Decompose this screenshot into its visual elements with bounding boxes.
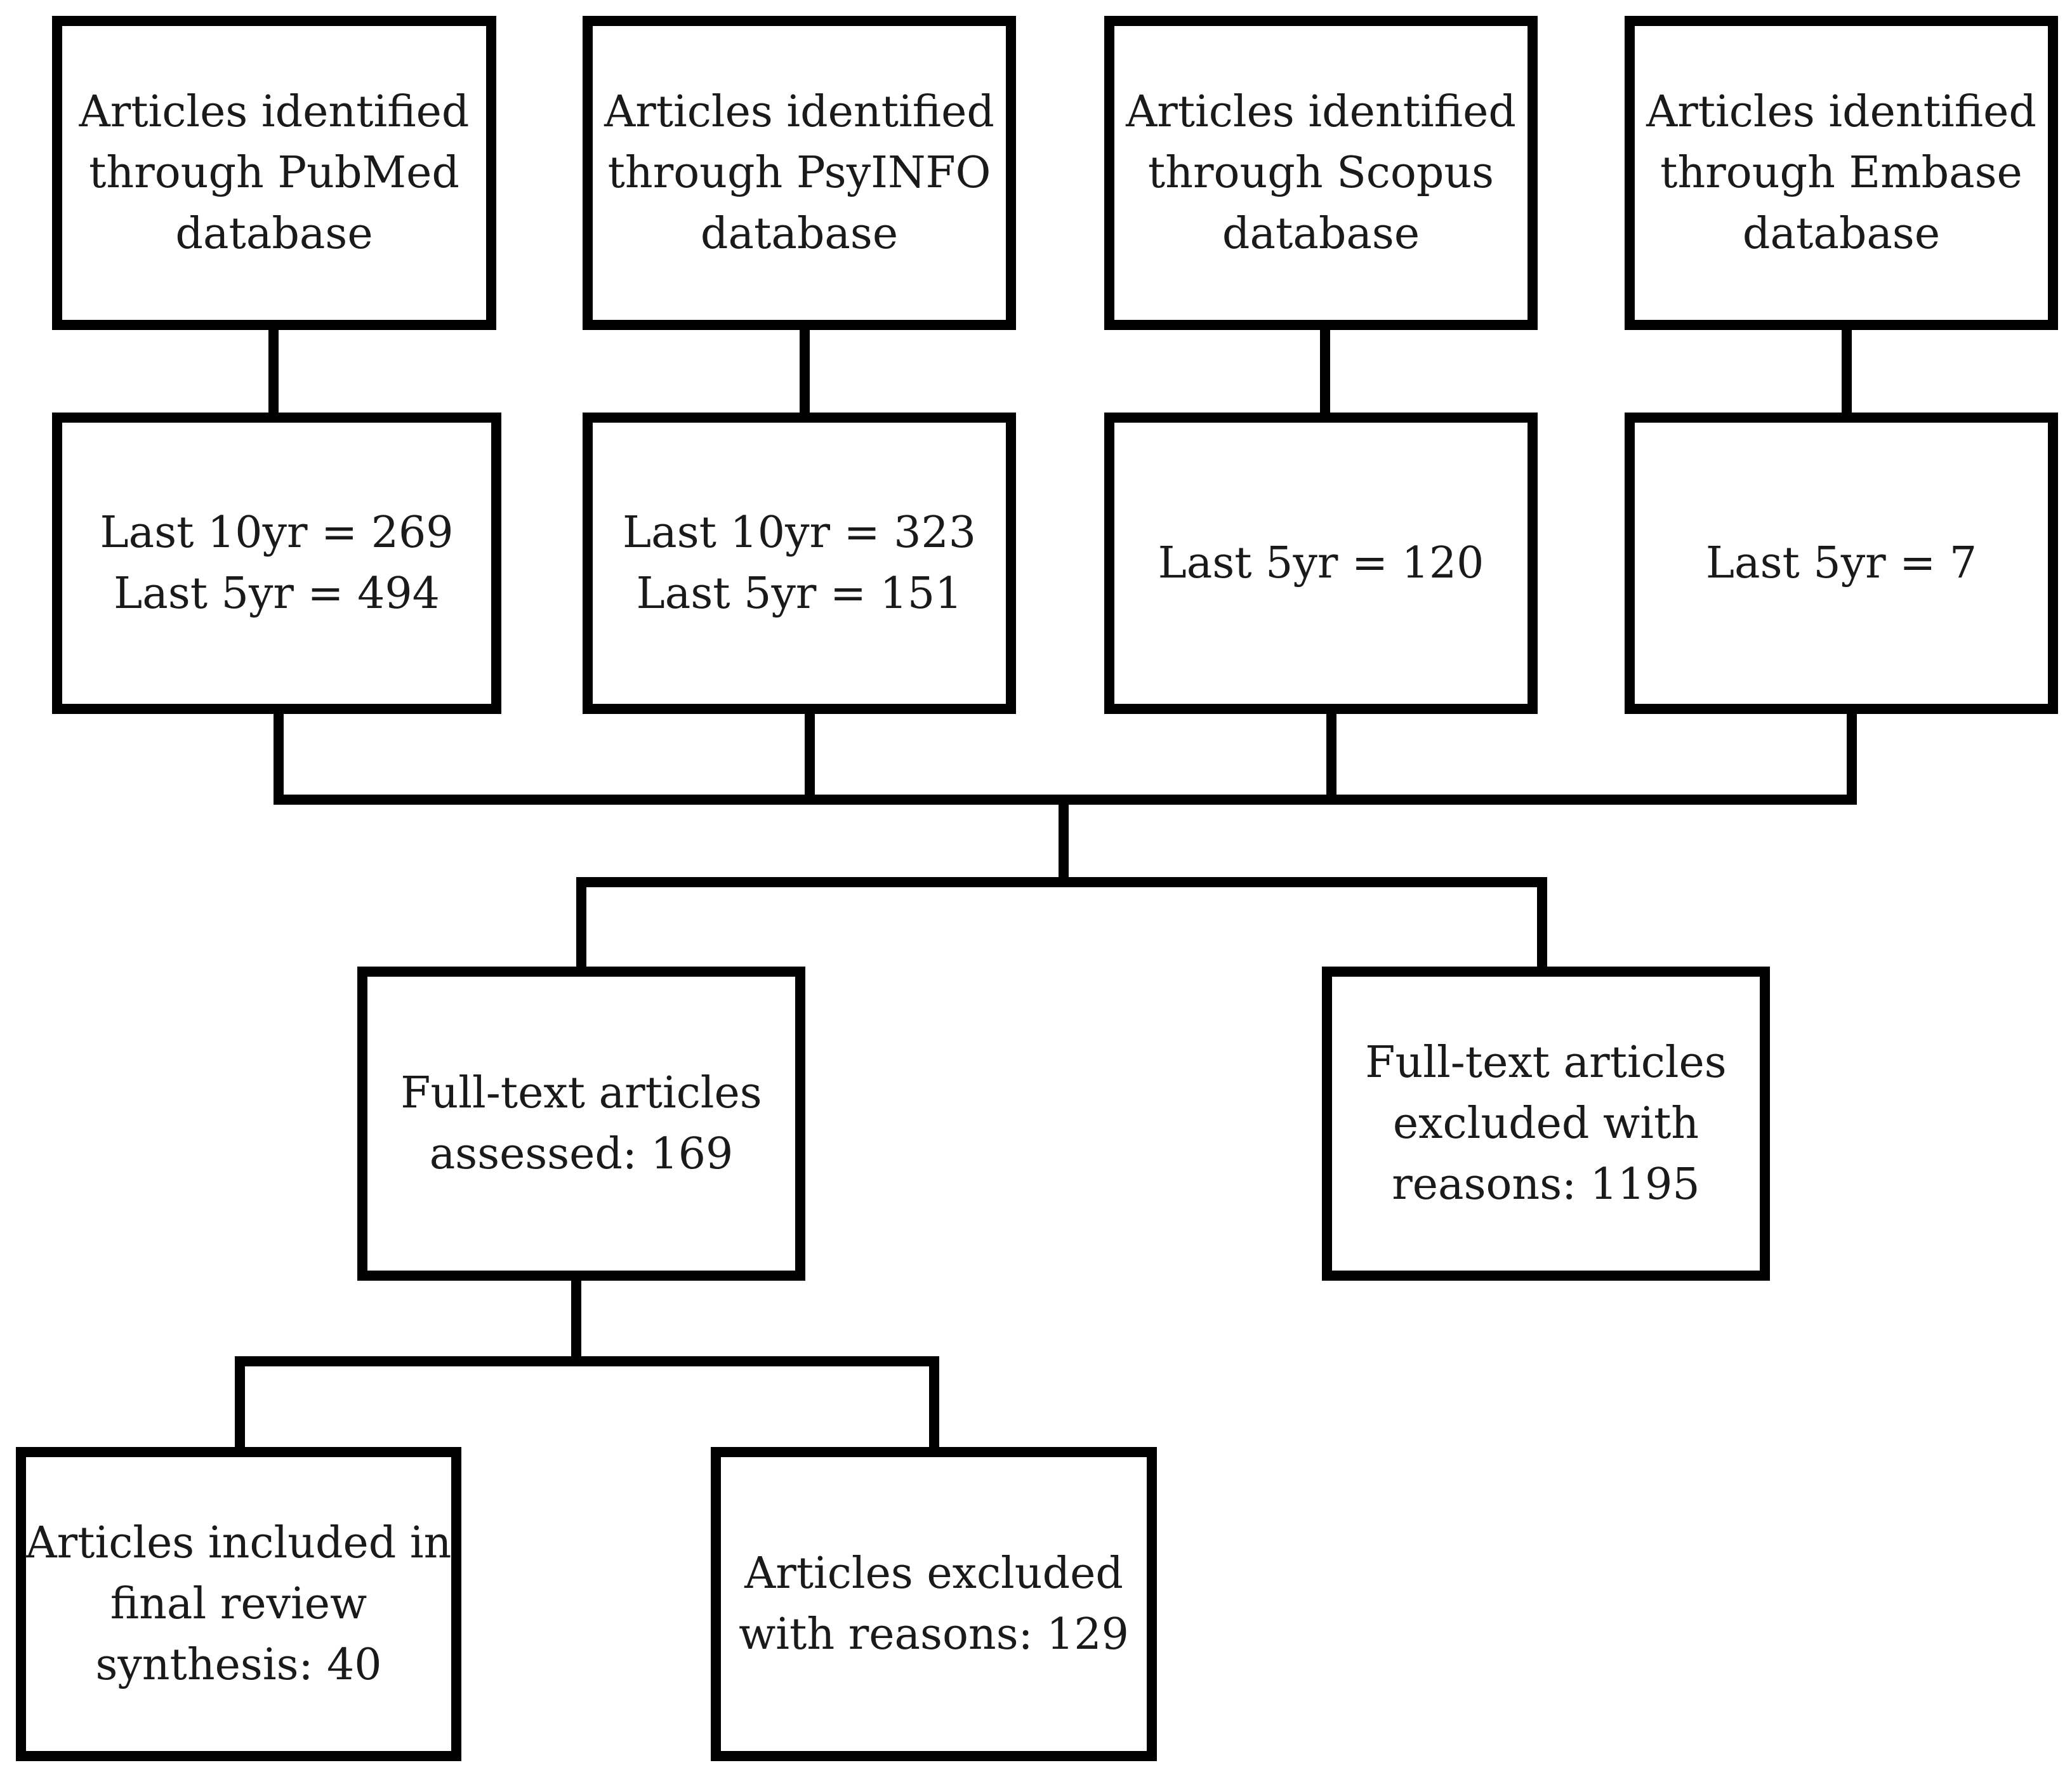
connector-merge-down: [1059, 800, 1069, 882]
count-box-scopus: Last 5yr = 120: [1104, 413, 1538, 714]
source-box-embase: Articles identified through Embase datab…: [1625, 16, 2058, 330]
connector-to-excluded: [929, 1361, 939, 1450]
assessed-line-1: Full-text articles: [400, 1067, 762, 1118]
excluded-box: Articles excluded with reasons: 129: [711, 1447, 1157, 1761]
connector-count-pubmed: [274, 711, 284, 800]
source-embase-line-1: Articles identified: [1646, 86, 2036, 137]
connector-source-embase: [1842, 327, 1852, 416]
source-pubmed-line-2: through PubMed: [89, 147, 459, 198]
source-pubmed-line-1: Articles identified: [79, 86, 470, 137]
included-line-1: Articles included in: [25, 1517, 452, 1568]
connector-source-psyinfo: [800, 327, 810, 416]
fulltext-excluded-box: Full-text articles excluded with reasons…: [1322, 967, 1770, 1281]
source-scopus-line-3: database: [1222, 208, 1420, 259]
count-box-psyinfo: Last 10yr = 323 Last 5yr = 151: [583, 413, 1016, 714]
assessed-box: Full-text articles assessed: 169: [357, 967, 805, 1281]
connector-source-pubmed: [268, 327, 279, 416]
fulltext-excluded-line-2: excluded with: [1392, 1098, 1699, 1149]
source-embase-line-3: database: [1742, 208, 1941, 259]
source-pubmed-line-3: database: [175, 208, 373, 259]
source-scopus-line-2: through Scopus: [1147, 147, 1495, 198]
connector-count-embase: [1847, 711, 1857, 800]
excluded-line-1: Articles excluded: [744, 1548, 1123, 1599]
count-psyinfo-line-1: Last 10yr = 323: [623, 507, 976, 558]
included-line-3: synthesis: 40: [95, 1639, 382, 1690]
count-box-embase: Last 5yr = 7: [1625, 413, 2058, 714]
connector-source-scopus: [1320, 327, 1330, 416]
connector-split-horizontal: [576, 877, 1547, 887]
connector-final-horizontal: [235, 1356, 939, 1366]
excluded-line-2: with reasons: 129: [739, 1609, 1129, 1660]
source-box-psyinfo: Articles identified through PsyINFO data…: [583, 16, 1016, 330]
connector-to-fulltext-excluded: [1537, 882, 1547, 974]
source-box-pubmed: Articles identified through PubMed datab…: [52, 16, 496, 330]
source-psyinfo-line-3: database: [700, 208, 899, 259]
source-embase-line-2: through Embase: [1660, 147, 2023, 198]
count-scopus-line-1: Last 5yr = 120: [1158, 538, 1484, 588]
count-psyinfo-line-2: Last 5yr = 151: [636, 568, 963, 619]
count-embase-line-1: Last 5yr = 7: [1705, 538, 1977, 588]
connector-assessed-down: [571, 1276, 581, 1361]
connector-count-scopus: [1326, 711, 1336, 800]
included-box: Articles included in final review synthe…: [16, 1447, 461, 1761]
count-pubmed-line-2: Last 5yr = 494: [114, 568, 440, 619]
connector-to-included: [235, 1361, 245, 1450]
source-scopus-line-1: Articles identified: [1126, 86, 1516, 137]
connector-count-psyinfo: [805, 711, 815, 800]
fulltext-excluded-line-3: reasons: 1195: [1392, 1159, 1700, 1210]
count-pubmed-line-1: Last 10yr = 269: [100, 507, 454, 558]
count-box-pubmed: Last 10yr = 269 Last 5yr = 494: [52, 413, 501, 714]
fulltext-excluded-line-1: Full-text articles: [1365, 1037, 1727, 1088]
source-psyinfo-line-2: through PsyINFO: [607, 147, 991, 198]
source-box-scopus: Articles identified through Scopus datab…: [1104, 16, 1538, 330]
assessed-line-2: assessed: 169: [429, 1128, 734, 1179]
included-line-2: final review: [110, 1578, 367, 1629]
source-psyinfo-line-1: Articles identified: [604, 86, 994, 137]
connector-to-assessed: [576, 882, 586, 974]
